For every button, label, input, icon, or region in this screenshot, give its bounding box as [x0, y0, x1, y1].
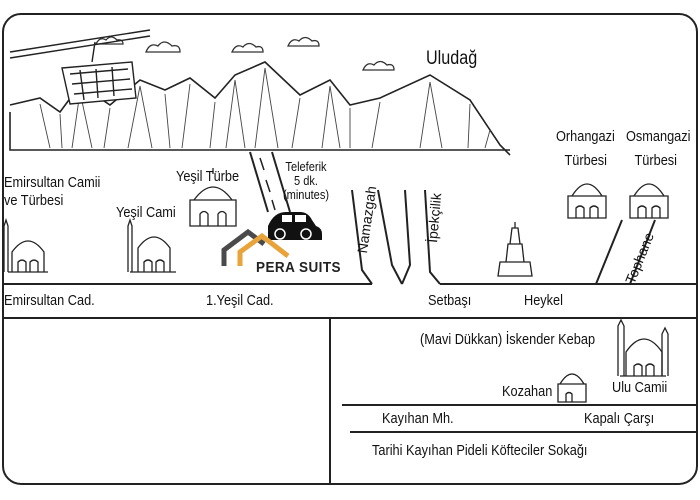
mountain-hatching	[39, 67, 491, 149]
map-frame	[2, 13, 698, 485]
orhangazi-label: Orhangazi Türbesi	[556, 128, 615, 170]
teleferik-line1: Teleferik	[285, 159, 327, 174]
tomb-icon-orhangazi	[567, 183, 607, 219]
street-lines	[3, 283, 697, 484]
kozahan-label: Kozahan	[502, 383, 553, 400]
road-tophane	[595, 219, 656, 285]
heykel-label: Heykel	[524, 292, 563, 309]
emirsultan-cad-label: Emirsultan Cad.	[4, 292, 95, 309]
osmangazi-line2: Türbesi	[634, 152, 678, 169]
tarihi-sokak-label: Tarihi Kayıhan Pideli Köfteciler Sokağı	[372, 442, 588, 459]
yesil-cad-label: 1.Yeşil Cad.	[206, 292, 274, 309]
car-icon	[268, 212, 322, 240]
cable-car-icon	[9, 29, 151, 105]
yesil-cami-label: Yeşil Cami	[116, 204, 176, 221]
osmangazi-line1: Osmangazi	[626, 128, 691, 145]
tomb-icon-kozahan	[557, 373, 587, 403]
ulu-camii-label: Ulu Camii	[612, 379, 668, 396]
orhangazi-line2: Türbesi	[564, 152, 608, 169]
teleferik-line2: 5 dk.	[294, 173, 318, 188]
mosque-icon-yesil-cami	[127, 217, 176, 273]
yesil-turbe-label: Yeşil Türbe	[176, 168, 240, 185]
emirsultan-label: Emirsultan Camii ve Türbesi	[4, 174, 100, 210]
mosque-icon-emirsultan	[3, 217, 48, 273]
brand-logo-icon	[221, 228, 290, 266]
tomb-icon-yesil-turbe	[189, 168, 237, 227]
kapali-carsi-label: Kapalı Çarşı	[584, 410, 655, 427]
osmangazi-label: Osmangazi Türbesi	[626, 128, 690, 170]
tomb-icon-osmangazi	[629, 183, 669, 219]
fountain-icon-heykel	[497, 222, 533, 277]
setbasi-label: Setbaşı	[428, 292, 472, 309]
teleferik-line3: (minutes)	[282, 187, 330, 202]
cloud-icon	[94, 36, 395, 71]
road-teleferik	[249, 151, 291, 213]
pera-suits-brand: PERA SUITS	[256, 259, 342, 276]
iskender-label: (Mavi Dükkan) İskender Kebap	[420, 331, 596, 348]
orhangazi-line1: Orhangazi	[556, 128, 615, 145]
uludag-label: Uludağ	[426, 48, 478, 69]
kayihan-mh-label: Kayıhan Mh.	[382, 410, 454, 427]
mosque-icon-ulu-camii	[617, 318, 669, 377]
emirsultan-line2: ve Türbesi	[4, 192, 64, 209]
teleferik-label: Teleferik 5 dk. (minutes)	[281, 160, 332, 202]
road-namazgah	[351, 189, 441, 285]
emirsultan-line1: Emirsultan Camii	[4, 174, 101, 191]
